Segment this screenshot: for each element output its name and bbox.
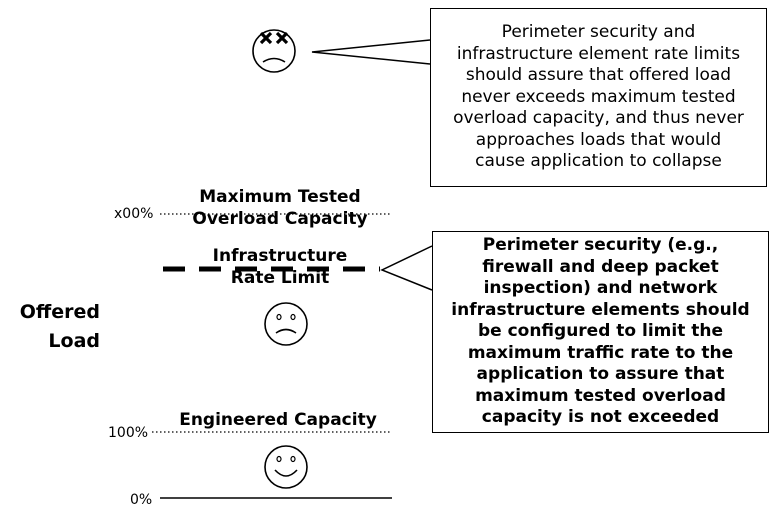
top-callout-line: overload capacity, and thus never [453,108,744,129]
top-callout-line: cause application to collapse [475,151,722,172]
bottom-callout-line: firewall and deep packet [482,256,719,277]
sad-face-icon [264,302,308,346]
bottom-callout-line: Perimeter security (e.g., [482,235,719,256]
max-capacity-label-line1: Maximum Tested [199,187,361,207]
bottom-callout-pointer [380,245,433,291]
top-callout-line: should assure that offered load [465,65,732,86]
bottom-callout-line: maximum traffic rate to the [467,342,734,363]
dead-face-icon [252,29,296,73]
engineered-capacity-label: Engineered Capacity [179,410,377,430]
top-callout: Perimeter security and infrastructure el… [430,8,767,187]
tick-label-max: x00% [114,206,154,222]
bottom-callout: Perimeter security (e.g., firewall and d… [432,231,769,433]
rate-limit-label: Infrastructure Rate Limit [160,245,400,289]
bottom-callout-line: infrastructure elements should [451,299,750,320]
tick-label-0: 0% [130,492,153,508]
top-callout-pointer [311,39,431,65]
max-capacity-label: Maximum Tested Overload Capacity [160,186,400,230]
rate-limit-label-line1: Infrastructure [212,246,348,266]
offered-load-label-line2: Load [48,330,100,352]
bottom-callout-line: inspection) and network [483,278,718,299]
happy-face-icon [264,445,308,489]
bottom-callout-line: application to assure that [476,364,725,385]
rate-limit-label-line2: Rate Limit [230,268,330,288]
tick-label-100: 100% [108,425,149,441]
top-callout-line: never exceeds maximum tested [461,86,736,107]
bottom-callout-line: maximum tested overload [475,385,726,406]
bottom-callout-line: capacity is not exceeded [481,407,720,428]
offered-load-axis-label: Offered Load [4,298,100,356]
bottom-callout-line: be configured to limit the [477,321,724,342]
top-callout-line: approaches loads that would [475,129,722,150]
max-capacity-label-line2: Overload Capacity [192,209,368,229]
top-callout-line: infrastructure element rate limits [456,43,741,64]
top-callout-line: Perimeter security and [501,22,696,43]
offered-load-label-line1: Offered [19,301,100,323]
